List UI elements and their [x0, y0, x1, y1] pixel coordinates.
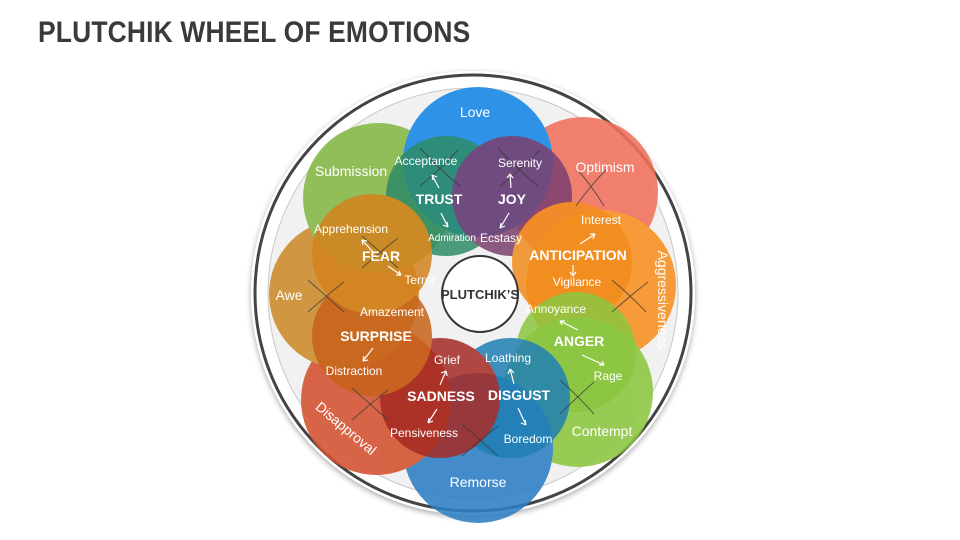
arrow-surprise-distraction — [362, 347, 374, 362]
label-pensiveness: Pensiveness — [390, 426, 458, 440]
label-apprehension: Apprehension — [314, 222, 388, 236]
label-joy: JOY — [498, 191, 527, 207]
petal-crossing-curves — [307, 147, 649, 457]
label-distraction: Distraction — [326, 364, 383, 378]
arrow-anticipation-interest — [579, 233, 596, 245]
center-hub — [441, 255, 519, 333]
label-acceptance: Acceptance — [395, 154, 458, 168]
arrow-anger-rage — [581, 354, 605, 366]
label-submission: Submission — [315, 163, 387, 179]
arrow-sadness-pensiveness — [427, 408, 438, 424]
circle-anticipation — [512, 202, 632, 322]
label-boredom: Boredom — [504, 432, 553, 446]
arrow-fear-apprehension — [361, 239, 374, 253]
label-interest: Interest — [581, 213, 622, 227]
arrow-disgust-loathing — [509, 368, 515, 385]
label-anger: ANGER — [554, 333, 605, 349]
label-disgust: DISGUST — [488, 387, 551, 403]
arrow-trust-admiration — [440, 212, 449, 228]
label-terror: Terror — [404, 273, 435, 287]
label-loathing: Loathing — [485, 351, 531, 365]
arrow-fear-terror — [387, 265, 402, 276]
label-awe: Awe — [276, 287, 303, 303]
arrow-disgust-boredom — [517, 407, 527, 426]
label-love: Love — [460, 104, 491, 120]
label-contempt: Contempt — [572, 423, 633, 439]
page-title: PLUTCHIK WHEEL OF EMOTIONS — [38, 16, 471, 49]
label-sadness: SADNESS — [407, 388, 475, 404]
label-grief: Grief — [434, 353, 461, 367]
arrow-anger-annoyance — [559, 320, 579, 331]
label-surprise: SURPRISE — [340, 328, 412, 344]
label-vigilance: Vigilance — [553, 275, 602, 289]
label-fear: FEAR — [362, 248, 400, 264]
label-annoyance: Annoyance — [526, 302, 586, 316]
label-admiration: Admiration — [428, 233, 476, 244]
circle-surprise — [312, 276, 432, 396]
arrow-joy-serenity — [509, 173, 512, 189]
arrow-joy-ecstasy — [499, 212, 510, 229]
label-aggressiveness: Aggressiveness — [655, 251, 671, 350]
arrow-sadness-grief — [439, 370, 447, 386]
label-remorse: Remorse — [450, 474, 507, 490]
label-optimism: Optimism — [575, 159, 634, 175]
label-anticipation: ANTICIPATION — [529, 247, 626, 263]
center-label: PLUTCHIK’S — [441, 287, 519, 302]
label-amazement: Amazement — [360, 305, 425, 319]
label-serenity: Serenity — [498, 156, 542, 170]
label-trust: TRUST — [416, 191, 463, 207]
label-rage: Rage — [594, 369, 623, 383]
label-ecstasy: Ecstasy — [480, 231, 522, 245]
arrow-trust-acceptance — [431, 174, 440, 189]
